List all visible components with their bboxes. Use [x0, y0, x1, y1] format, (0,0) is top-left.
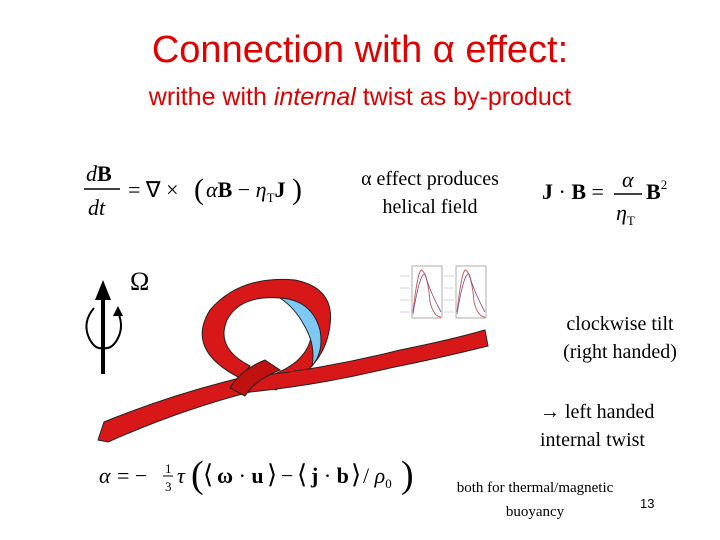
page-number: 13	[640, 496, 655, 511]
svg-text:3: 3	[165, 479, 172, 494]
buoyancy-caption: both for thermal/magnetic buoyancy	[435, 476, 635, 524]
svg-text:J · B =: J · B =	[542, 179, 604, 204]
svg-text:⟨: ⟨	[203, 460, 213, 489]
helicity-equation: J · B = α ηT B2	[542, 167, 667, 228]
svg-text:⟨: ⟨	[297, 460, 307, 489]
svg-text:dB: dB	[86, 161, 112, 186]
subtitle-italic: internal	[273, 83, 356, 111]
svg-text:α: α	[622, 167, 634, 192]
buoyancy-line2: buoyancy	[505, 504, 565, 520]
svg-text:−: −	[281, 463, 293, 488]
svg-text:1: 1	[165, 461, 172, 476]
slide-title: Connection with α effect:	[151, 29, 569, 71]
arrow-right-icon: →	[540, 401, 560, 423]
svg-text:j · b: j · b	[310, 463, 349, 488]
svg-text:ηT: ηT	[616, 200, 635, 228]
lefthanded-line2: internal twist	[540, 429, 645, 451]
svg-text:): )	[292, 173, 302, 206]
svg-text:(: (	[191, 454, 204, 496]
svg-text:τ: τ	[177, 463, 186, 488]
lefthanded-line1: left handed	[565, 401, 655, 423]
omega-rotation-icon: Ω	[85, 267, 149, 374]
svg-text:α: α	[99, 463, 111, 488]
svg-text:⟩: ⟩	[267, 460, 277, 489]
svg-text:⟩: ⟩	[351, 460, 361, 489]
svg-text:= −: = −	[117, 463, 147, 488]
buoyancy-line1: both for thermal/magnetic	[456, 480, 614, 496]
svg-text:(: (	[194, 173, 204, 206]
alpha-effect-caption: α effect produces helical field	[330, 165, 530, 221]
svg-text:ω · u: ω · u	[217, 463, 264, 488]
subtitle-pre: writhe with	[148, 83, 274, 111]
clockwise-tilt-caption: clockwise tilt (right handed)	[535, 310, 705, 366]
left-handed-caption: → left handed internal twist	[540, 398, 690, 454]
profile-plots-thumbnail	[400, 265, 487, 319]
omega-symbol: Ω	[130, 267, 149, 296]
induction-equation: dB dt = ∇ × ( αB − ηTJ )	[84, 161, 302, 220]
svg-text:B2: B2	[646, 177, 667, 204]
svg-text:dt: dt	[88, 195, 106, 220]
svg-text:= ∇ ×: = ∇ ×	[128, 177, 179, 202]
slide-subtitle: writhe with internal twist as by-product	[0, 82, 720, 112]
svg-text:/ ρ0: / ρ0	[363, 463, 392, 491]
svg-text:): )	[401, 454, 414, 496]
alpha-equation: α = − 1 3 τ ( ⟨ ω · u ⟩ − ⟨ j · b ⟩ / ρ0…	[99, 454, 414, 496]
alpha-effect-line1: α effect produces	[361, 168, 499, 190]
alpha-effect-line2: helical field	[382, 196, 478, 218]
svg-text:αB − ηTJ: αB − ηTJ	[206, 177, 286, 205]
clockwise-line1: clockwise tilt	[566, 313, 674, 335]
subtitle-post: twist as by-product	[355, 83, 572, 111]
twisted-flux-tube-illustration	[97, 278, 489, 443]
clockwise-line2: (right handed)	[563, 341, 677, 363]
